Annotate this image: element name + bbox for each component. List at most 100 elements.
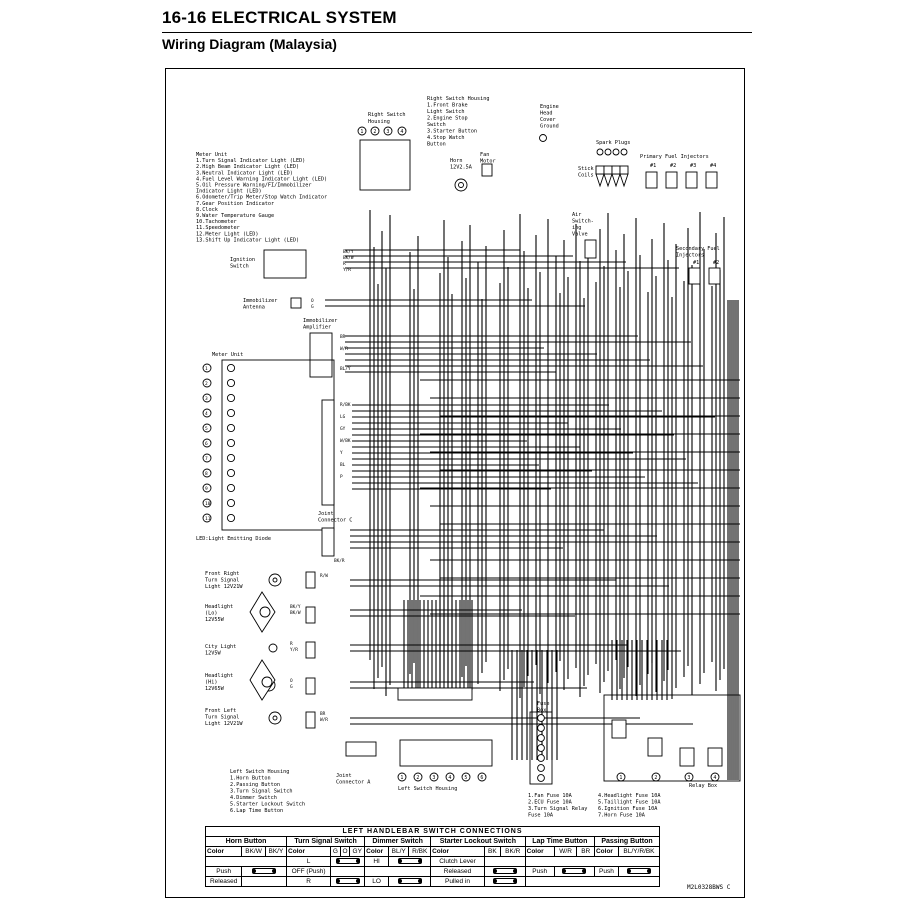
meter-unit-list: 10.Tachometer <box>196 219 237 225</box>
meter-number: 9 <box>205 486 208 492</box>
ignition-switch-box <box>263 249 307 279</box>
fuse-box-label: Fuse <box>537 701 550 707</box>
meter-unit-list: 8.Clock <box>196 207 219 213</box>
left-switch-list: 3.Turn Signal Switch <box>230 789 292 795</box>
air-switching-valve-label: Valve <box>572 232 588 238</box>
fuse-box-label: Box <box>537 708 546 714</box>
meter-number-circle <box>202 363 212 373</box>
joint-connector-c <box>321 527 335 557</box>
wire-color-tag: W/R <box>340 346 348 352</box>
lamp-connector <box>305 606 316 624</box>
meter-unit-list: 12.Meter Light (LED) <box>196 231 258 237</box>
dimmer-row1-label: HI <box>364 856 389 867</box>
relay-number: 2 <box>654 775 657 781</box>
stick-coil-symbol <box>611 173 621 188</box>
relay-box <box>603 694 741 782</box>
lockout-color-1: BK <box>483 846 501 857</box>
lockout-released-link <box>483 866 526 877</box>
meter-unit-list: 13.Shift Up Indicator Light (LED) <box>196 237 299 243</box>
spark-plugs-label: Spark Plugs <box>596 140 630 146</box>
meter-number: 5 <box>205 426 208 432</box>
wire-color-tag: O <box>290 678 293 684</box>
meter-lamp-symbol <box>226 453 236 463</box>
meter-number: 1 <box>205 366 208 372</box>
meter-unit-list: Indicator Light (LED) <box>196 189 262 195</box>
horn-label: 12V2.5A <box>450 165 473 171</box>
primary-injector-symbol <box>685 171 698 189</box>
meter-lamp-symbol <box>226 498 236 508</box>
dimmer-color-1: BL/Y <box>387 846 410 857</box>
joint-connector-a <box>345 741 377 757</box>
fuse-symbol <box>537 744 545 752</box>
fuse-symbol <box>537 764 545 772</box>
left-handlebar-switch-table: LEFT HANDLEBAR SWITCH CONNECTIONS Horn B… <box>204 826 661 887</box>
left-switch-number-circle <box>445 772 455 782</box>
air-switching-valve-label: Switch- <box>572 219 594 225</box>
left-switch-housing-box <box>399 739 493 767</box>
spark-plug-symbol <box>604 148 612 156</box>
front-left-turn-label: Front Left <box>205 708 236 714</box>
left-switch-number: 2 <box>416 775 419 781</box>
horn-released-empty <box>241 876 288 887</box>
right-switch-list: Switch <box>427 122 446 128</box>
fuse-symbol <box>537 714 545 722</box>
joint-connector-c-label: Connector C <box>318 518 352 524</box>
turn-row1-label: L <box>286 856 332 867</box>
relay-element <box>707 747 723 767</box>
meter-number: 3 <box>205 396 208 402</box>
meter-number: 8 <box>205 471 208 477</box>
meter-unit-list: 5.Oil Pressure Warning/FI/Immobilizer <box>196 183 312 189</box>
relay-number-circle <box>710 772 720 782</box>
passing-colors: BL/Y/R/BK <box>617 846 661 857</box>
meter-number-circle <box>202 438 212 448</box>
meter-number: 6 <box>205 441 208 447</box>
relay-number-circle <box>684 772 694 782</box>
dimmer-lo-link <box>387 876 432 887</box>
meter-number-circle <box>202 423 212 433</box>
left-switch-list: 2.Passing Button <box>230 782 280 788</box>
wire-color-tag: Y <box>340 450 343 456</box>
left-switch-number-circle <box>461 772 471 782</box>
wire-color-tag: BK/Y <box>343 249 354 255</box>
wire-color-tag: W/BK <box>340 438 351 444</box>
injector-number: #1 <box>650 163 656 169</box>
right-switch-list: 3.Starter Button <box>427 129 477 135</box>
left-switch-list: 6.Lap Time Button <box>230 808 283 814</box>
left-switch-number-circle <box>477 772 487 782</box>
meter-lamp-symbol <box>226 393 236 403</box>
primary-injectors-label: Primary Fuel Injectors <box>640 154 709 160</box>
switch-number: 1 <box>360 129 363 135</box>
wire-color-tag: R <box>343 261 346 267</box>
ground-terminal <box>539 134 547 142</box>
meter-number: 10 <box>205 501 211 507</box>
meter-unit-box <box>221 359 335 531</box>
wire-color-tag: BK/W <box>343 255 354 261</box>
row1-empty <box>524 856 661 867</box>
front-right-turn-label: Light 12V21W <box>205 584 243 590</box>
headlight-lo-label: (Lo) <box>205 611 218 617</box>
turn-r-label: R <box>286 876 332 887</box>
connection-mark <box>492 867 517 874</box>
left-switch-number: 1 <box>400 775 403 781</box>
ignition-switch-label: Ignition <box>230 257 255 263</box>
relay-element <box>679 747 695 767</box>
diagram-frame <box>165 68 745 898</box>
connection-mark <box>562 867 587 874</box>
stick-coil-body <box>611 165 621 175</box>
injector-number: #2 <box>670 163 676 169</box>
immobilizer-antenna-label: Antenna <box>243 305 265 311</box>
turn-off-label: OFF (Push) <box>286 866 332 877</box>
engine-ground-label: Cover <box>540 117 556 123</box>
fuse-list: Fuse 10A <box>528 813 554 819</box>
secondary-injector-symbol <box>708 267 721 285</box>
horn-released-label: Released <box>204 876 243 887</box>
meter-number: 4 <box>205 411 208 417</box>
diagram-subtitle: Wiring Diagram (Malaysia) <box>162 36 337 52</box>
secondary-injector-number: #1 <box>693 260 699 266</box>
lockout-row1-empty <box>483 856 526 867</box>
fuse-symbol <box>537 734 545 742</box>
meter-lamp-symbol <box>226 423 236 433</box>
joint-connector-a-label: Joint <box>336 773 352 779</box>
turn-r-link <box>330 876 366 887</box>
passing-push-label: Push <box>593 866 619 877</box>
